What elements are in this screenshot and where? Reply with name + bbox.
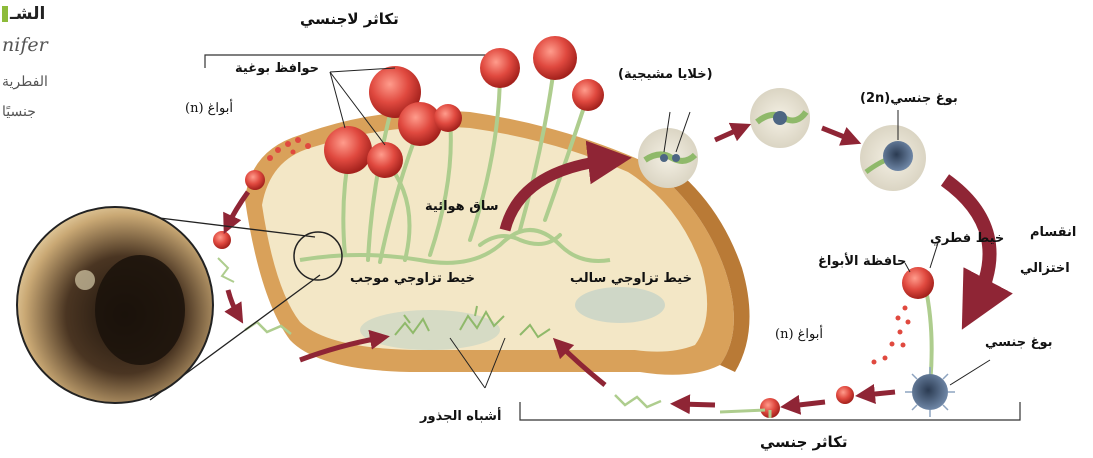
- germinating-zygospore: [902, 243, 990, 417]
- label-sporangia: حوافظ بوغية: [235, 62, 319, 75]
- fusion-circle: [750, 88, 810, 148]
- label-sexual-reproduction: تكاثر جنسي: [760, 435, 848, 450]
- label-plus-hypha: خيط تزاوجي موجب: [350, 272, 475, 285]
- label-zygospore-2n: بوغ جنسي(2n): [860, 92, 958, 105]
- zygospore-circle: [860, 110, 926, 191]
- label-gametangia: (خلايا مشيجية): [618, 68, 713, 81]
- label-sporangium: حافظة الأبواغ: [818, 255, 906, 268]
- label-zygospore: بوغ جنسي: [985, 336, 1053, 349]
- label-stolon: ساق هوائية: [425, 200, 499, 213]
- label-meiosis-1: انقسام: [1030, 226, 1076, 239]
- spores-bottom: [872, 306, 911, 365]
- label-hypha: خيط فطري: [930, 232, 1004, 245]
- label-rhizoids: أشباه الجذور: [420, 410, 501, 423]
- label-spores-n-top: أبواغ (n): [185, 102, 233, 115]
- label-minus-hypha: خيط تزاوجي سالب: [570, 272, 692, 285]
- label-asexual-reproduction: تكاثر لاجنسي: [300, 12, 399, 27]
- gametangia-circle: [638, 112, 698, 188]
- label-meiosis-2: اختزالي: [1020, 262, 1070, 275]
- label-spores-n-bottom: أبواغ (n): [775, 328, 823, 341]
